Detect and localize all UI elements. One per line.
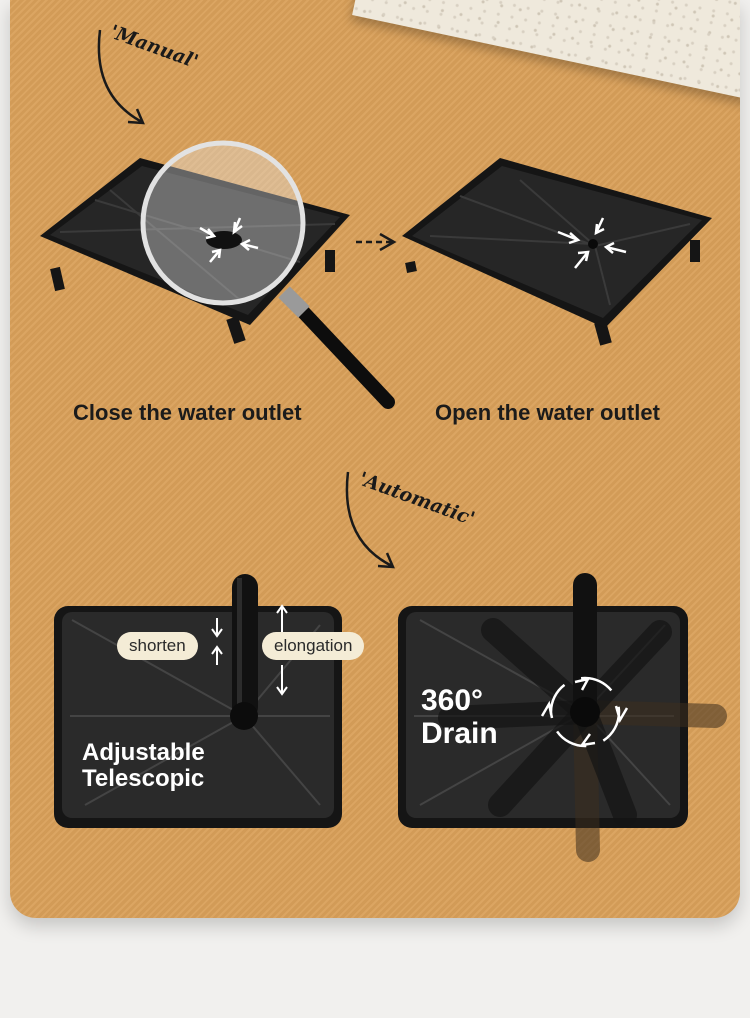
telescopic-line2: Telescopic bbox=[82, 765, 205, 793]
elongation-label: elongation bbox=[262, 632, 365, 660]
close-outlet-caption: Close the water outlet bbox=[73, 400, 302, 425]
shorten-label: shorten bbox=[117, 632, 198, 660]
open-outlet-caption: Open the water outlet bbox=[435, 400, 660, 425]
telescopic-title: Adjustable Telescopic bbox=[82, 739, 205, 793]
rotation-line2: Drain bbox=[421, 717, 498, 750]
rotation-line1: 360° bbox=[421, 684, 484, 717]
inward-arrows-icon bbox=[557, 217, 627, 269]
double-arrow-icon bbox=[211, 604, 288, 696]
telescopic-line1: Adjustable bbox=[82, 739, 205, 766]
rotation-arrows-icon bbox=[540, 676, 629, 748]
rotation-title: 360° Drain bbox=[421, 684, 498, 750]
